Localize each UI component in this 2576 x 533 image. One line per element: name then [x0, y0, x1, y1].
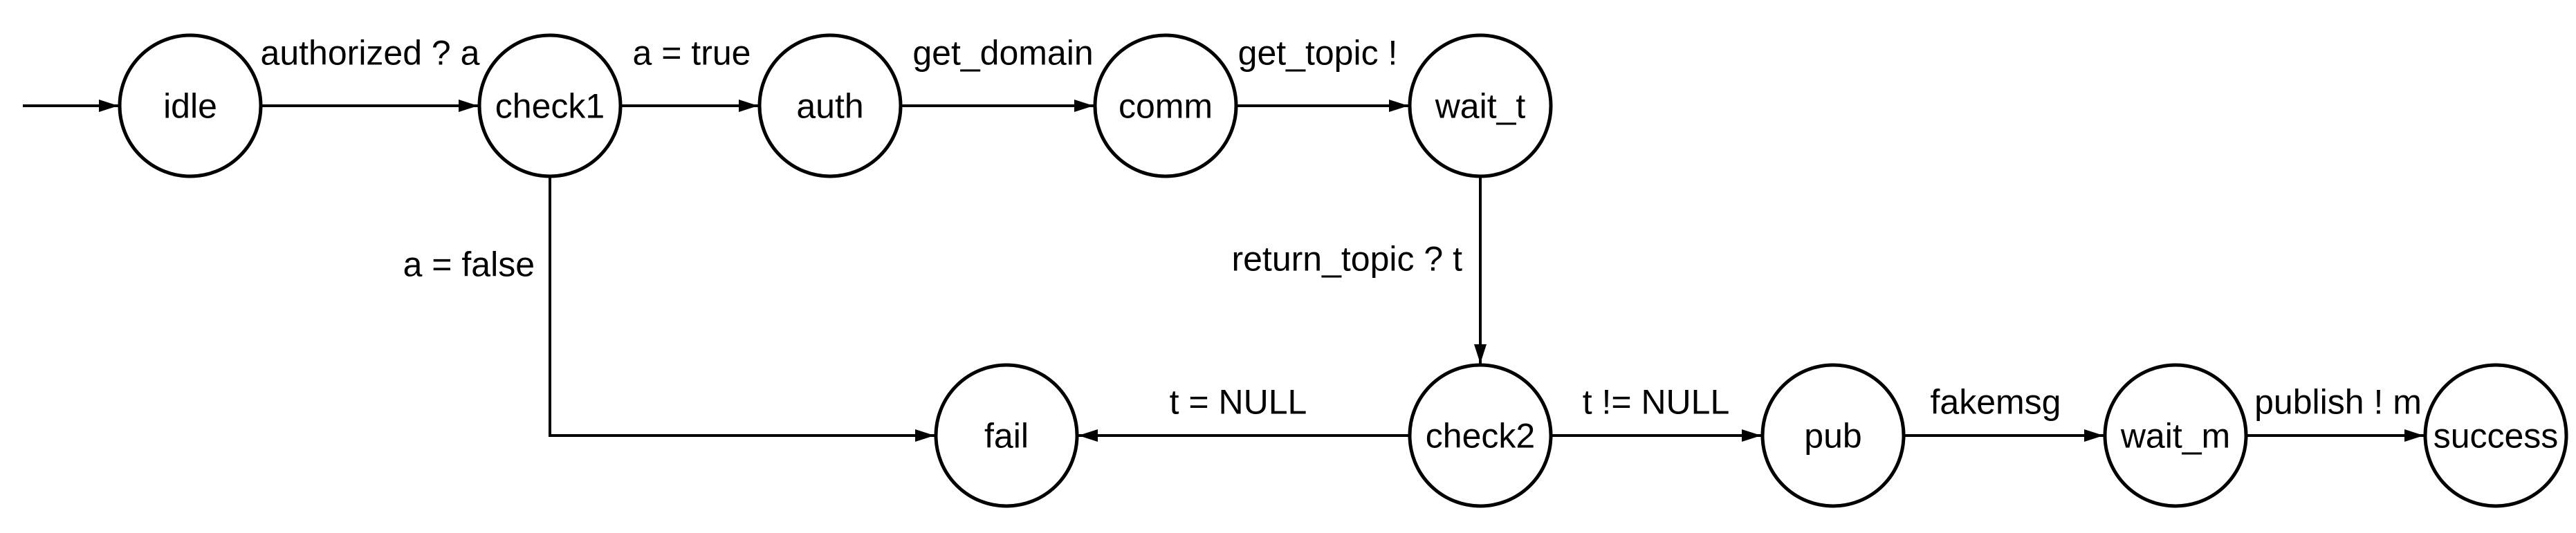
state-label-auth: auth: [796, 87, 863, 126]
transition-label-wait_m-success: publish ! m: [2254, 383, 2422, 422]
transition-label-check1-fail: a = false: [403, 245, 535, 284]
state-label-check2: check2: [1426, 417, 1535, 456]
state-check2: [1408, 363, 1553, 508]
transition-label-idle-check1: authorized ? a: [261, 34, 480, 73]
state-pub: [1760, 363, 1906, 508]
state-label-wait_t: wait_t: [1435, 87, 1526, 126]
state-auth: [757, 33, 903, 178]
state-idle: [118, 33, 263, 178]
edges-layer: authorized ? a a = true get_domain get_topi…: [23, 34, 2424, 442]
state-label-fail: fail: [984, 417, 1029, 456]
state-label-pub: pub: [1804, 417, 1861, 456]
state-label-idle: idle: [163, 87, 217, 126]
transition-label-check1-auth: a = true: [633, 34, 751, 73]
transition-check1-fail: [549, 176, 935, 442]
state-label-check1: check1: [495, 87, 605, 126]
transition-label-pub-wait_m: fakemsg: [1931, 383, 2061, 422]
state-success: [2423, 363, 2568, 508]
transition-label-check2-pub: t != NULL: [1583, 383, 1730, 422]
state-wait_m: [2103, 363, 2248, 508]
state-label-comm: comm: [1119, 87, 1213, 126]
state-label-success: success: [2434, 417, 2559, 456]
state-fail: [934, 363, 1079, 508]
state-check1: [477, 33, 623, 178]
state-label-wait_m: wait_m: [2120, 417, 2230, 456]
transition-label-comm-wait_t: get_topic !: [1238, 34, 1398, 73]
transition-label-auth-comm: get_domain: [912, 34, 1093, 73]
transition-label-wait_t-check2: return_topic ? t: [1231, 240, 1462, 279]
state-comm: [1093, 33, 1238, 178]
transition-label-check2-fail: t = NULL: [1170, 383, 1307, 422]
state-wait_t: [1408, 33, 1553, 178]
